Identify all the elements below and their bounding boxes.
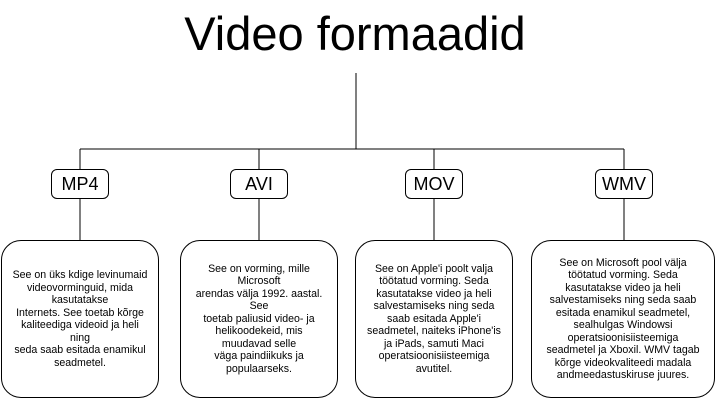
description-box-mp4: See on üks kdige levinumaid videovorming… [1,240,159,398]
format-node-wmv: WMV [595,169,653,199]
description-text-mov: See on Apple'i poolt valja töötatud vorm… [367,262,501,375]
description-box-avi: See on vorming, mille Microsoft arendas … [180,240,338,398]
format-node-avi: AVI [230,169,288,199]
description-text-wmv: See on Microsoft pool välja töötatud vor… [546,256,700,382]
format-node-mp4: MP4 [51,169,109,199]
description-box-wmv: See on Microsoft pool välja töötatud vor… [531,240,715,398]
description-box-mov: See on Apple'i poolt valja töötatud vorm… [355,240,513,398]
description-text-mp4: See on üks kdige levinumaid videovorming… [12,269,148,369]
diagram-title: Video formaadid [184,7,526,60]
description-text-avi: See on vorming, mille Microsoft arendas … [195,262,323,375]
format-node-mov: MOV [405,169,463,199]
